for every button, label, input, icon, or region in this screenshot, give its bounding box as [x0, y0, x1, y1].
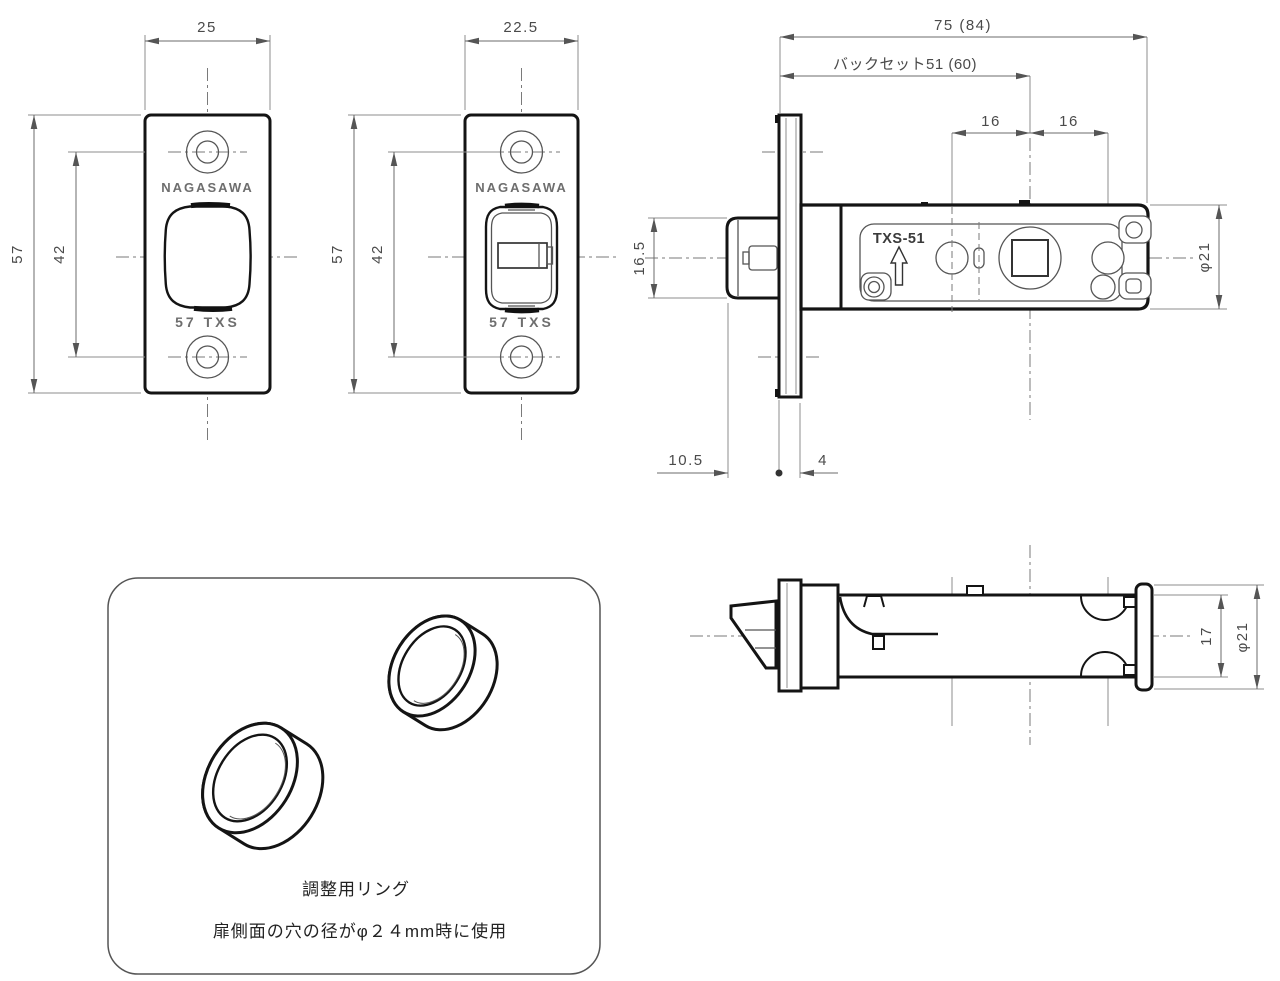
dim-body-dia: φ21 [1196, 242, 1213, 273]
bolt-tail-nub [742, 251, 750, 265]
top-clip [863, 595, 885, 608]
rear-block-top [1118, 215, 1152, 244]
screw-hole-top-outer [185, 130, 230, 174]
end-tab-bottom [1123, 664, 1137, 676]
adjustment-ring-box: 調整用リング 扉側面の穴の径がφ２４mm時に使用 [107, 577, 601, 975]
latch-top-view: 17 φ21 [690, 545, 1264, 745]
model-label: TXS-51 [873, 231, 925, 247]
dim-pitch: 42 [369, 244, 386, 264]
screw-boss [860, 272, 892, 301]
rear-block-bottom [1118, 272, 1152, 300]
latch-bolt-front [163, 205, 252, 309]
screw-hole-top-inner [195, 140, 220, 164]
model-engraving: 57 TXS [489, 314, 554, 330]
bolt-slot [497, 242, 548, 269]
dim-height: 57 [9, 244, 26, 264]
dim-16-right: 16 [1059, 113, 1079, 130]
dim-backset: バックセット51 (60) [833, 56, 977, 73]
dim-pitch: 42 [51, 244, 68, 264]
end-cap [1134, 582, 1154, 692]
ring-note: 扉側面の穴の径がφ２４mm時に使用 [213, 921, 507, 941]
latch-bolt-bevel [729, 599, 778, 670]
spindle-square-hole [1011, 239, 1049, 277]
dim-plate-offset: 4 [818, 452, 828, 469]
screw-hole-bottom-outer [185, 335, 230, 379]
latch-bolt-top-bar [190, 202, 231, 209]
bolt-tail-profile [838, 596, 938, 636]
dim-height: 57 [329, 244, 346, 264]
screw-hole-bottom-inner [509, 345, 534, 369]
dim-bolt-projection: 10.5 [668, 452, 703, 469]
screw-hole-bottom-outer [499, 335, 544, 379]
dim-width: 25 [197, 19, 217, 36]
dim-tube-width: 17 [1198, 626, 1215, 646]
body-tube [836, 593, 1150, 679]
dim-overall-length: 75 (84) [934, 17, 992, 34]
datum-dot [775, 469, 783, 477]
faceplate-front-view-22-5: NAGASAWA 57 TXS 22.5 57 42 [329, 19, 618, 440]
dim-16-left: 16 [981, 113, 1001, 130]
screw-hole-top-outer [499, 130, 544, 174]
model-engraving: 57 TXS [175, 314, 240, 330]
body-front-block [799, 583, 840, 690]
faceplate-lip-bottom [775, 389, 780, 397]
faceplate-front-view-25: NAGASAWA 57 TXS 25 57 42 [9, 19, 299, 440]
screw-hole-top-inner [509, 140, 534, 164]
end-tab-top [1123, 596, 1137, 608]
orientation-arrow-icon [889, 245, 909, 286]
screw-hole-bottom-inner [195, 345, 220, 369]
latch-bolt-side [725, 216, 781, 300]
latch-side-view: TXS-51 75 (84) バックセット51 (60) 16 16 16.5 … [631, 17, 1227, 478]
brand-engraving: NAGASAWA [475, 180, 568, 195]
spring-hole [1091, 241, 1125, 275]
bolt-slot-notch [546, 246, 554, 265]
tube-top-lug [966, 585, 984, 596]
spring-hole-lower [1090, 274, 1116, 300]
bottom-clip [872, 635, 885, 650]
faceplate-lip-top [775, 115, 780, 123]
box-outline [107, 577, 601, 975]
faceplate-edge [777, 113, 803, 399]
dim-body-dia: φ21 [1234, 622, 1251, 653]
body-top-lug [1019, 200, 1030, 205]
latch-bolt-top-bar [504, 202, 540, 209]
brand-engraving: NAGASAWA [161, 180, 254, 195]
latch-bolt-bottom-bar [504, 307, 540, 314]
body-top-tick [921, 202, 928, 205]
dim-width: 22.5 [503, 19, 538, 36]
adjustment-ring-small [387, 614, 499, 732]
faceplate-section [777, 578, 803, 693]
latch-bolt-bottom-bar [193, 305, 233, 312]
adjustment-ring-large [201, 721, 325, 851]
latch-bolt-inner-outline [490, 212, 553, 304]
dim-bolt-height: 16.5 [631, 240, 648, 275]
ring-title: 調整用リング [302, 880, 410, 899]
